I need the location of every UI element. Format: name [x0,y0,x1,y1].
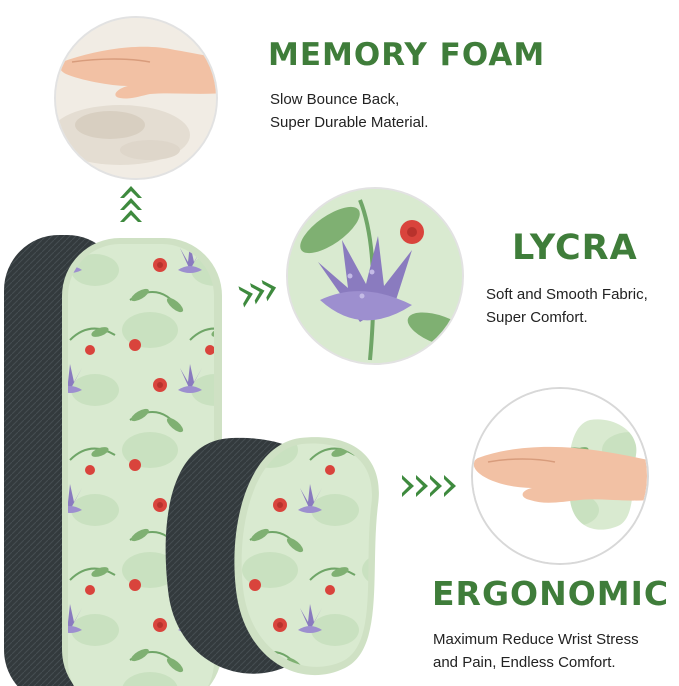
memory-foam-description: Slow Bounce Back, Super Durable Material… [270,88,428,134]
ergonomic-description: Maximum Reduce Wrist Stress and Pain, En… [433,628,639,674]
ergonomic-circle [471,387,649,565]
lycra-line-1: Soft and Smooth Fabric, [486,286,648,303]
memory-foam-line-2: Super Durable Material. [270,114,429,131]
lycra-title: LYCRA [512,228,638,268]
flower-icon [318,236,412,322]
mouse-wrist-rest [165,437,379,676]
arrow-up-icon [120,186,142,222]
lycra-description: Soft and Smooth Fabric, Super Comfort. [486,283,648,329]
lycra-circle [286,187,464,365]
arrow-right-icon [402,475,456,497]
ergonomic-line-2: and Pain, Endless Comfort. [433,654,616,671]
hand-icon [473,446,647,503]
memory-foam-circle [54,16,218,180]
lycra-line-2: Super Comfort. [486,309,588,326]
hand-icon [59,46,216,99]
memory-foam-title: MEMORY FOAM [268,37,546,73]
arrow-right-icon [238,279,277,308]
ergonomic-title: ERGONOMIC [432,574,670,613]
ergonomic-line-1: Maximum Reduce Wrist Stress [433,631,639,648]
memory-foam-line-1: Slow Bounce Back, [270,91,400,108]
